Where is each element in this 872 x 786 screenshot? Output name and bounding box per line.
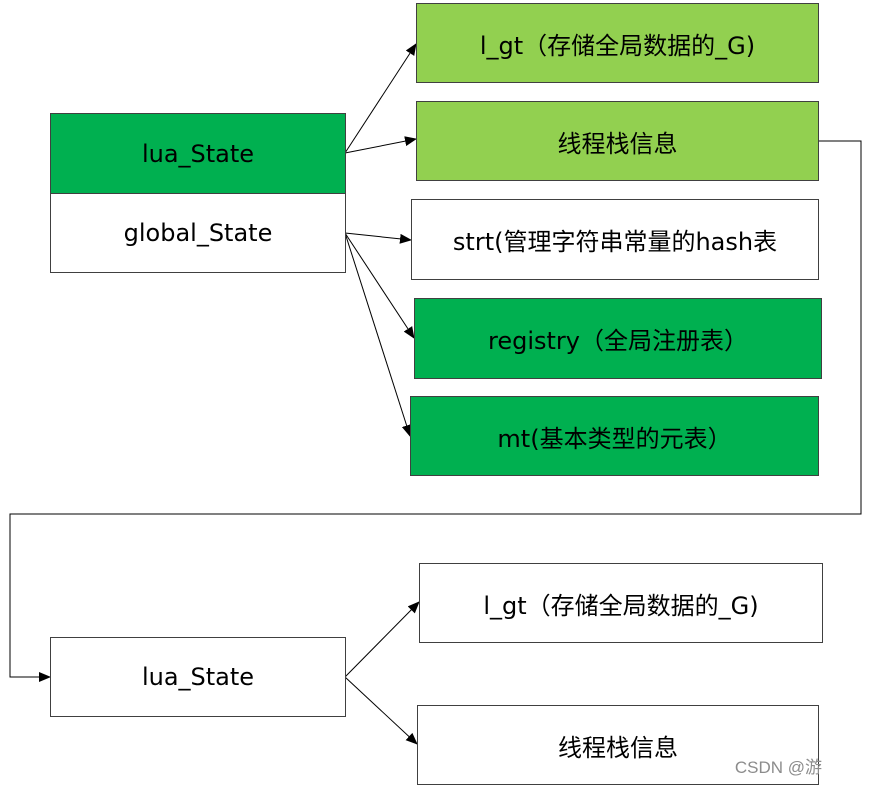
top-l-gt-box: l_gt（存储全局数据的_G)	[416, 3, 819, 83]
registry-label: registry（全局注册表）	[488, 327, 748, 355]
watermark: CSDN @游	[734, 758, 822, 777]
bottom-lua-state-box: lua_State	[50, 637, 346, 717]
arrow-bottom-state-to-stack	[344, 676, 418, 745]
mt-label: mt(基本类型的元表）	[497, 424, 732, 453]
arrow-lua-state-to-l-gt	[344, 43, 417, 154]
arrow-bottom-state-to-l-gt	[344, 601, 420, 678]
top-thread-stack-box: 线程栈信息	[416, 101, 819, 181]
strt-box: strt(管理字符串常量的hash表	[411, 199, 819, 280]
registry-box: registry（全局注册表）	[414, 298, 822, 379]
mt-box: mt(基本类型的元表）	[410, 396, 819, 476]
arrow-global-to-mt	[344, 232, 412, 437]
strt-label: strt(管理字符串常量的hash表	[452, 228, 778, 256]
arrow-global-to-registry	[344, 232, 415, 339]
arrow-lua-state-to-stack	[344, 136, 417, 154]
top-lua-state-label: lua_State	[141, 139, 255, 168]
bottom-l-gt-box: l_gt（存储全局数据的_G)	[419, 563, 823, 643]
top-lua-state-box: lua_State	[50, 113, 346, 194]
top-thread-stack-label: 线程栈信息	[557, 129, 678, 158]
bottom-lua-state-label: lua_State	[141, 663, 255, 691]
bottom-l-gt-label: l_gt（存储全局数据的_G)	[483, 591, 759, 620]
connector-stack-to-new-state	[9, 140, 862, 682]
bottom-thread-stack-label: 线程栈信息	[558, 733, 678, 762]
arrow-global-to-strt	[344, 232, 412, 244]
top-l-gt-label: l_gt（存储全局数据的_G)	[479, 31, 756, 60]
bottom-thread-stack-box: 线程栈信息	[417, 705, 819, 785]
global-state-box: global_State	[50, 193, 346, 273]
global-state-label: global_State	[123, 219, 273, 247]
